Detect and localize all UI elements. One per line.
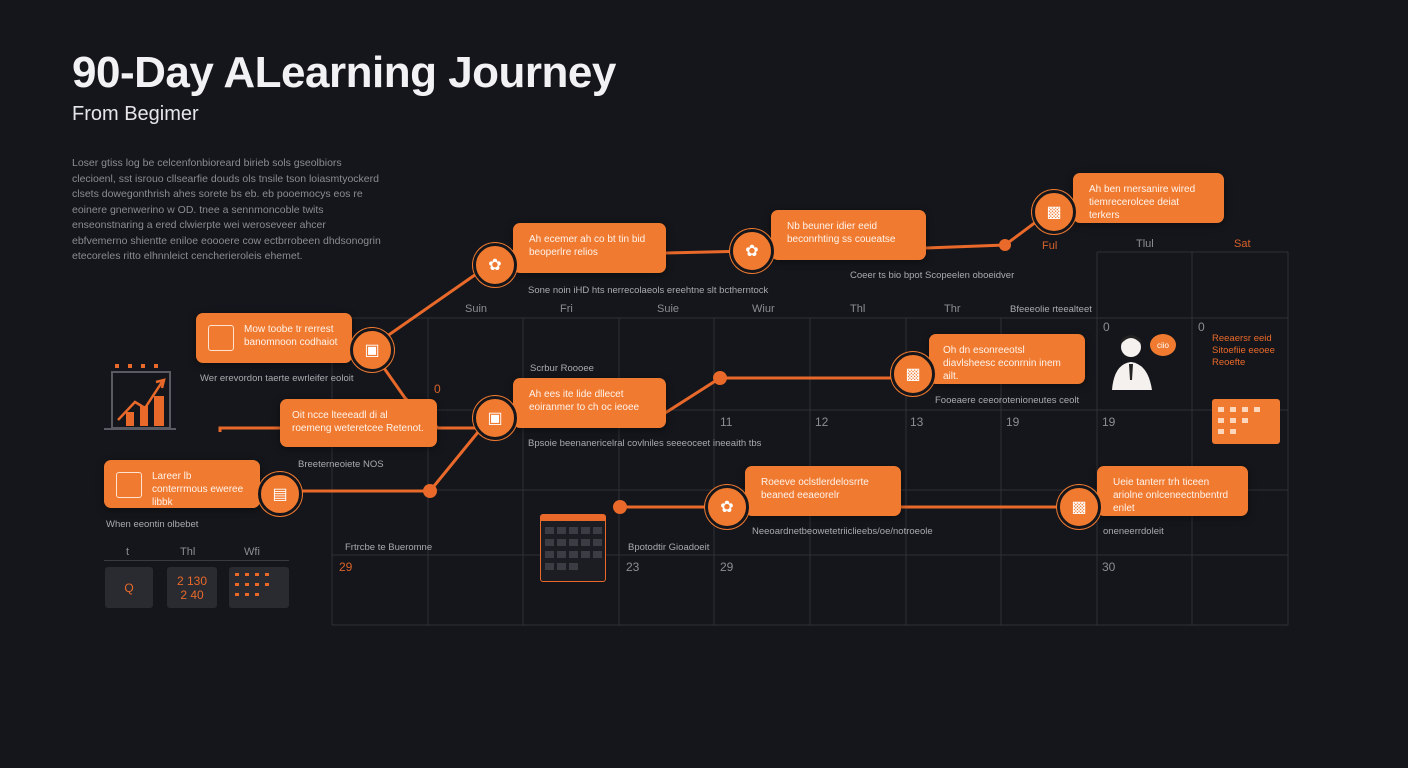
day-number: 19 (1102, 415, 1116, 429)
day-number: 12 (815, 415, 829, 429)
toolbox-icon[interactable]: ▤ (258, 472, 302, 516)
schedule-tile[interactable]: 2 130 2 40 (167, 567, 217, 608)
caption: oneneerrdoleit (1103, 526, 1164, 537)
milestone-card[interactable]: Ah ees ite lide dllecet eoiranmer to ch … (513, 378, 666, 428)
day-label: Suin (465, 303, 488, 315)
day-label: t (126, 546, 130, 558)
milestone-card[interactable]: Lareer lb conterrmous eweree libbk (104, 460, 260, 508)
card-text: Nb beuner idier eeid beconrhting ss coue… (787, 221, 896, 245)
caption: Wer erevordon taerte ewrleifer eoloit (200, 373, 354, 384)
calendar-tile[interactable] (229, 567, 289, 608)
card-text: Oit ncce lteeeadl di al roemeng weteretc… (292, 410, 424, 434)
calendar-icon (540, 514, 606, 582)
page-title: 90-Day ALearning Journey (72, 48, 616, 97)
milestone-card[interactable]: Oh dn esonreeotsl diavlsheesc econrnin i… (929, 334, 1085, 384)
card-text: Ah ecemer ah co bt tin bid beoperlre rel… (529, 234, 646, 258)
caption: Breeterneoiete NOS (298, 459, 384, 470)
caption: Neeoardnetbeowetetriiclieebs/oe/notroeol… (752, 526, 933, 537)
icon-tile[interactable]: Q (105, 567, 153, 608)
tile-text: 2 40 (180, 587, 204, 602)
day-label: Tlul (1136, 238, 1154, 250)
robot-icon[interactable]: ▣ (473, 396, 517, 440)
day-label: Wiur (752, 303, 775, 315)
day-number: 29 (339, 560, 353, 574)
learner-avatar-icon (1112, 335, 1152, 390)
day-label: Thl (180, 546, 196, 558)
day-number: 11 (720, 415, 733, 429)
gift-icon[interactable]: ▩ (1057, 485, 1101, 529)
caption: Bfeeeolie rteealteet (1010, 304, 1092, 315)
milestone-card[interactable]: Ah ben rnersanire wired tiemrecerolcee d… (1073, 173, 1224, 223)
calendar-icon (1212, 399, 1280, 444)
lock-icon[interactable]: ▣ (350, 328, 394, 372)
day-label: Wfi (244, 546, 260, 558)
speech-bubble: ciio (1150, 334, 1176, 356)
milestone-card[interactable]: Roeeve oclstlerdelosrrte beaned eeaeorel… (745, 466, 901, 516)
caption: Fooeaere ceeorotenioneutes ceolt (935, 395, 1080, 406)
brain-icon[interactable]: ✿ (730, 229, 774, 273)
brain-icon[interactable]: ✿ (705, 485, 749, 529)
brain-icon[interactable]: ✿ (473, 243, 517, 287)
day-number: 30 (1102, 560, 1116, 574)
caption: Reeaersr eeid Sitoefiie eeoee Reoefte (1212, 333, 1275, 368)
card-text: Ueie tanterr trh ticeen ariolne onlcenee… (1113, 477, 1229, 514)
day-number: 23 (626, 560, 640, 574)
day-label: Ful (1042, 240, 1058, 252)
page-subtitle: From Begimer (72, 103, 199, 125)
card-text: Ah ees ite lide dllecet eoiranmer to ch … (529, 389, 640, 413)
day-label: Fri (560, 303, 573, 315)
card-text: Ah ben rnersanire wired tiemrecerolcee d… (1089, 184, 1196, 221)
day-label: Sat (1234, 238, 1251, 250)
day-number: 19 (1006, 415, 1020, 429)
left-panel-divider (104, 560, 289, 561)
card-text: Roeeve oclstlerdelosrrte beaned eeaeorel… (761, 477, 869, 501)
day-label: Thl (850, 303, 866, 315)
intro-paragraph: Loser gtiss log be celcenfonbioreard bir… (72, 157, 381, 262)
day-label: Suie (657, 303, 680, 315)
target-icon (208, 325, 234, 351)
card-text: Mow toobe tr rerrest banomnoon codhaiot (244, 324, 338, 348)
milestone-card[interactable]: Oit ncce lteeeadl di al roemeng weteretc… (280, 399, 437, 447)
day-number: 0 (434, 382, 441, 396)
gift-icon[interactable]: ▩ (891, 352, 935, 396)
day-label: Thr (944, 303, 961, 315)
day-number: 0 (1103, 320, 1110, 334)
growth-chart-icon (104, 364, 176, 430)
caption: Bpotodtir Gioadoeit (628, 542, 710, 553)
network-icon (116, 472, 142, 498)
milestone-card[interactable]: Ah ecemer ah co bt tin bid beoperlre rel… (513, 223, 666, 273)
tile-text: Q (124, 580, 134, 595)
card-text: Lareer lb conterrmous eweree libbk (152, 471, 244, 508)
caption: Bpsoie beenanericelral covlniles seeeoce… (528, 438, 762, 449)
day-number: 29 (720, 560, 734, 574)
tile-text: 2 130 (176, 573, 208, 588)
caption: Frtrcbe te Bueromne (345, 542, 433, 553)
day-number: 13 (910, 415, 924, 429)
connector-dots (423, 239, 1011, 514)
milestone-card[interactable]: Nb beuner idier eeid beconrhting ss coue… (771, 210, 926, 260)
gift-icon[interactable]: ▩ (1032, 190, 1076, 234)
day-number: 0 (1198, 320, 1205, 334)
caption: Scrbur Roooee (530, 363, 594, 374)
milestone-card[interactable]: Ueie tanterr trh ticeen ariolne onlcenee… (1097, 466, 1248, 516)
milestone-card[interactable]: Mow toobe tr rerrest banomnoon codhaiot (196, 313, 352, 363)
caption: When eeontin olbebet (106, 519, 199, 530)
caption: Sone noin iHD hts nerrecolaeols ereehtne… (528, 285, 769, 296)
caption: Coeer ts bio bpot Scopeelen oboeidver (850, 270, 1015, 281)
card-text: Oh dn esonreeotsl diavlsheesc econrnin i… (943, 345, 1061, 382)
